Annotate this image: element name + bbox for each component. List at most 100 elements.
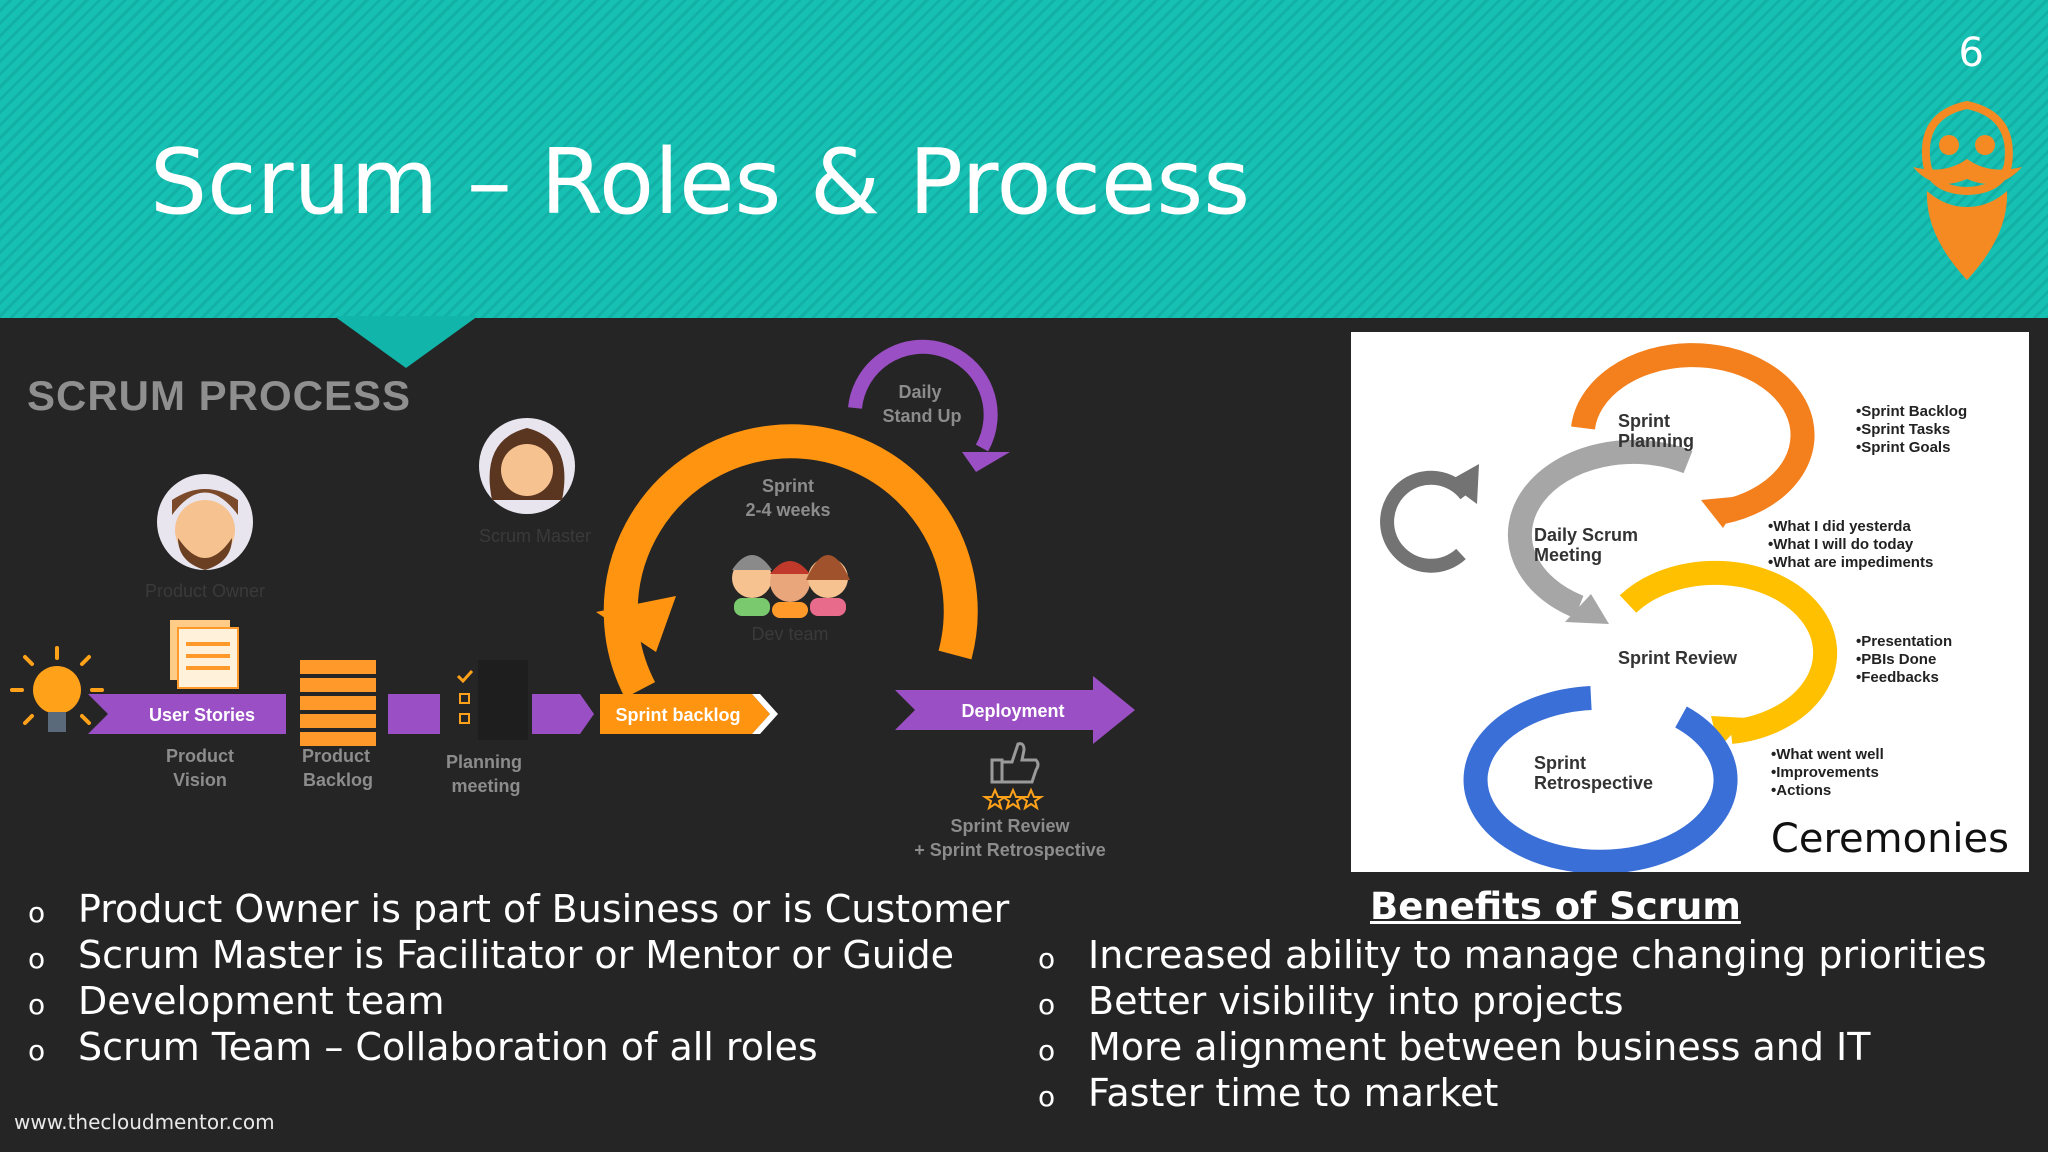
product-owner-avatar (157, 474, 253, 570)
list-item-text: Better visibility into projects (1088, 979, 1624, 1023)
user-stories-doc-icon (170, 620, 239, 689)
sprint-retro-label-1: Sprint (1534, 753, 1586, 773)
svg-text:•What went well: •What went well (1771, 746, 1884, 763)
header-band (0, 0, 2048, 318)
planning-meeting-line2: meeting (451, 776, 520, 796)
scrum-process-heading: SCRUM PROCESS (27, 372, 412, 419)
user-stories-arrow (88, 694, 286, 734)
svg-text:•Feedbacks: •Feedbacks (1856, 669, 1939, 686)
list-item: o More alignment between business and IT (1038, 1024, 1987, 1070)
list-item: o Scrum Team – Collaboration of all roles (28, 1024, 1009, 1070)
scrum-master-avatar (479, 418, 575, 514)
list-item: o Better visibility into projects (1038, 978, 1987, 1024)
mentor-logo-icon (1913, 100, 2022, 280)
review-label-line2: + Sprint Retrospective (914, 840, 1106, 860)
sprint-backlog-label: Sprint backlog (615, 705, 740, 725)
svg-text:•Presentation: •Presentation (1856, 633, 1952, 650)
bullet-marker: o (1038, 988, 1056, 1021)
user-stories-label: User Stories (149, 705, 255, 725)
planning-checklist-icon (456, 660, 528, 740)
sprint-planning-item: Sprint Goals (1861, 439, 1950, 456)
svg-text:•Sprint Goals: •Sprint Goals (1856, 439, 1950, 456)
svg-text:•What are impediments: •What are impediments (1768, 554, 1933, 571)
header-notch (334, 316, 478, 368)
bullet-marker: o (28, 896, 46, 929)
thumbs-up-icon (990, 742, 1040, 784)
deployment-arrow (895, 676, 1135, 744)
review-stars-icon (981, 787, 1045, 811)
sprint-review-label: Sprint Review (1618, 648, 1738, 668)
daily-scrum-item: What I will do today (1773, 536, 1914, 553)
product-vision-line1: Product (166, 746, 234, 766)
list-item-text: Scrum Team – Collaboration of all roles (78, 1025, 818, 1069)
bullet-marker: o (28, 988, 46, 1021)
sprint-review-item: Feedbacks (1861, 669, 1939, 686)
pipeline-segment (388, 694, 440, 734)
daily-standup-line2: Stand Up (883, 406, 962, 426)
bullet-marker: o (28, 942, 46, 975)
roles-list: o Product Owner is part of Business or is… (28, 886, 1009, 1070)
list-item-text: Product Owner is part of Business or is … (78, 887, 1010, 931)
svg-text:•Sprint Tasks: •Sprint Tasks (1856, 421, 1950, 438)
review-label-line1: Sprint Review (950, 816, 1070, 836)
list-item-text: Development team (78, 979, 445, 1023)
dev-team-label: Dev team (751, 624, 828, 644)
planning-meeting-line1: Planning (446, 752, 522, 772)
footer-url: www.thecloudmentor.com (14, 1110, 275, 1134)
ceremonies-panel: Sprint Planning Daily Scrum Meeting Spri… (1351, 332, 2029, 872)
benefits-title: Benefits of Scrum (1370, 885, 1741, 928)
benefits-list: o Increased ability to manage changing pr… (1038, 932, 1987, 1116)
svg-text:•Actions: •Actions (1771, 782, 1831, 799)
sprint-planning-label-2: Planning (1618, 431, 1694, 451)
sprint-review-item: PBIs Done (1861, 651, 1936, 668)
bullet-marker: o (1038, 1034, 1056, 1067)
svg-text:•What I will do today: •What I will do today (1768, 536, 1914, 553)
sprint-backlog-arrow (600, 694, 770, 734)
product-backlog-line2: Backlog (303, 770, 373, 790)
sprint-retro-item: What went well (1776, 746, 1884, 763)
list-item: o Product Owner is part of Business or is… (28, 886, 1009, 932)
dev-team-icon (732, 555, 850, 618)
daily-scrum-label-2: Meeting (1534, 545, 1602, 565)
product-vision-line2: Vision (173, 770, 227, 790)
svg-text:•PBIs Done: •PBIs Done (1856, 651, 1936, 668)
bullet-marker: o (1038, 1080, 1056, 1113)
svg-text:•What I did yesterda: •What I did yesterda (1768, 518, 1911, 535)
sprint-retro-item: Improvements (1776, 764, 1879, 781)
svg-text:•Sprint Backlog: •Sprint Backlog (1856, 403, 1967, 420)
product-owner-label: Product Owner (145, 581, 265, 601)
scrum-process-diagram: Product Owner Scrum Master User Stories … (10, 339, 1135, 860)
list-item-text: Faster time to market (1088, 1071, 1499, 1115)
product-backlog-line1: Product (302, 746, 370, 766)
daily-standup-cycle-arrow (848, 339, 998, 452)
list-item: o Scrum Master is Facilitator or Mentor o… (28, 932, 1009, 978)
product-backlog-stack-icon (300, 660, 376, 746)
slide-title: Scrum – Roles & Process (150, 130, 1251, 235)
sprint-label-line2: 2-4 weeks (745, 500, 830, 520)
daily-standup-arrowhead (962, 452, 1010, 472)
sprint-planning-item: Sprint Backlog (1861, 403, 1967, 420)
sprint-planning-item: Sprint Tasks (1861, 421, 1950, 438)
lightbulb-icon (10, 646, 104, 732)
ceremonies-diagram: Sprint Planning Daily Scrum Meeting Spri… (1380, 343, 1967, 872)
sprint-planning-label-1: Sprint (1618, 411, 1670, 431)
pipeline-segment-arrow (532, 694, 594, 734)
list-item-text: Scrum Master is Facilitator or Mentor or… (78, 933, 954, 977)
sprint-retro-label-2: Retrospective (1534, 773, 1653, 793)
list-item-text: More alignment between business and IT (1088, 1025, 1871, 1069)
sprint-label-line1: Sprint (762, 476, 814, 496)
daily-scrum-item: What I did yesterda (1773, 518, 1911, 535)
list-item-text: Increased ability to manage changing pri… (1088, 933, 1987, 977)
daily-scrum-label-1: Daily Scrum (1534, 525, 1638, 545)
reload-icon (1380, 470, 1472, 573)
svg-text:•Improvements: •Improvements (1771, 764, 1879, 781)
scrum-master-label: Scrum Master (479, 526, 591, 546)
daily-scrum-item: What are impediments (1773, 554, 1933, 571)
ceremonies-caption: Ceremonies (1770, 816, 2009, 862)
deployment-label: Deployment (961, 701, 1064, 721)
sprint-cycle-arrowhead (596, 596, 676, 652)
sprint-review-item: Presentation (1861, 633, 1952, 650)
bullet-marker: o (28, 1034, 46, 1067)
sprint-retro-item: Actions (1776, 782, 1831, 799)
